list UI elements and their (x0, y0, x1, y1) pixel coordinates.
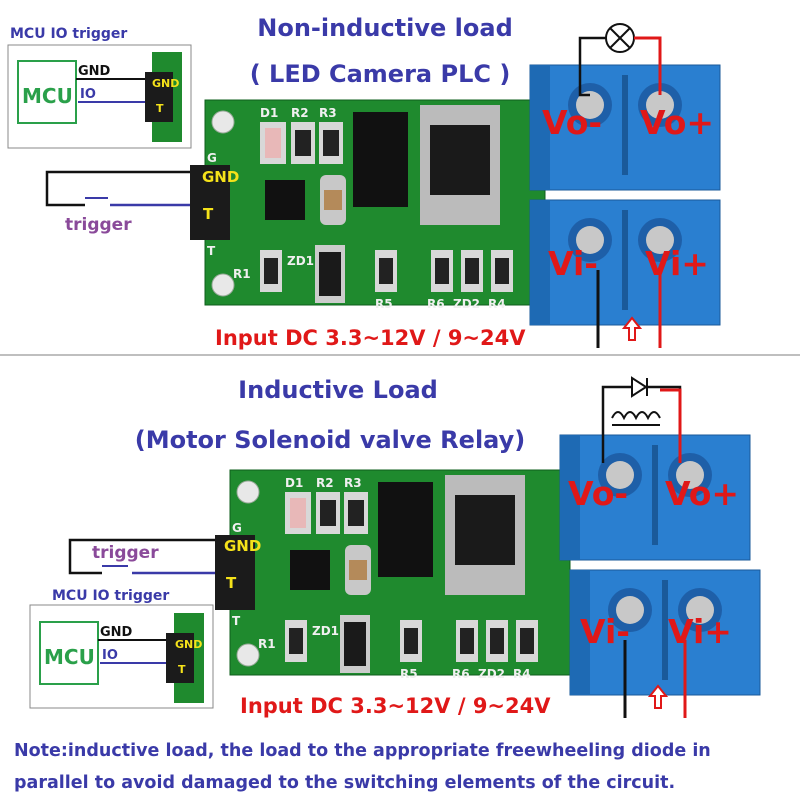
silkscreen-labels: D1 R2 R3 R1 ZD1 R5 R6 ZD2 R4 G T (207, 106, 506, 311)
svg-text:R4: R4 (488, 297, 506, 311)
svg-text:R4: R4 (513, 667, 531, 681)
input-voltage-label: Input DC 3.3~12V / 9~24V (215, 326, 526, 350)
svg-text:R1: R1 (258, 637, 276, 651)
svg-text:ZD2: ZD2 (478, 667, 505, 681)
mcu-box-heading: MCU IO trigger (10, 26, 127, 42)
vi-minus-label: Vi- (548, 244, 598, 283)
svg-text:R6: R6 (452, 667, 470, 681)
mcu-pin-gnd: GND (175, 638, 202, 651)
vo-minus-label: Vo- (542, 103, 602, 142)
mcu-box-heading: MCU IO trigger (52, 588, 169, 604)
mcu-pin-t: T (156, 102, 164, 115)
mcu-gnd-label: GND (78, 64, 111, 79)
bottom-title: Inductive Load (238, 376, 438, 404)
svg-text:ZD1: ZD1 (312, 624, 339, 638)
mcu-label: MCU (22, 84, 73, 108)
silkscreen-labels: D1 R2 R3 R1 ZD1 R5 R6 ZD2 R4 G T (232, 476, 531, 681)
lamp-icon (605, 23, 635, 53)
svg-text:G: G (232, 521, 242, 535)
svg-text:R2: R2 (291, 106, 309, 120)
svg-text:G: G (207, 151, 217, 165)
vi-plus-label: Vi+ (668, 612, 732, 651)
input-voltage-label: Input DC 3.3~12V / 9~24V (240, 694, 551, 718)
svg-text:R2: R2 (316, 476, 334, 490)
top-title: Non-inductive load (257, 14, 513, 42)
trigger-label: trigger (92, 543, 159, 563)
mcu-label: MCU (44, 645, 95, 669)
vo-plus-label: Vo+ (665, 474, 739, 513)
vi-minus-label: Vi- (580, 612, 630, 651)
pin-t-label: T (226, 574, 237, 592)
bottom-panel: Inductive Load (Motor Solenoid valve Rel… (29, 376, 761, 718)
pin-gnd-label: GND (202, 168, 239, 186)
pin-t-label: T (203, 205, 214, 223)
svg-text:R3: R3 (319, 106, 337, 120)
svg-text:R6: R6 (427, 297, 445, 311)
trigger-label: trigger (65, 215, 132, 235)
mcu-io-label: IO (102, 648, 118, 663)
svg-text:R5: R5 (400, 667, 418, 681)
coil-with-diode-icon (601, 376, 682, 463)
pin-gnd-label: GND (224, 537, 261, 555)
vo-minus-label: Vo- (568, 474, 628, 513)
note-line-2: parallel to avoid damaged to the switchi… (14, 773, 675, 793)
arrow-up-icon (621, 316, 643, 341)
svg-text:D1: D1 (260, 106, 278, 120)
mcu-pin-gnd: GND (152, 77, 179, 90)
mcu-pin-t: T (178, 663, 186, 676)
svg-text:T: T (207, 244, 216, 258)
mcu-gnd-label: GND (100, 625, 133, 640)
svg-text:R3: R3 (344, 476, 362, 490)
vo-plus-label: Vo+ (640, 103, 714, 142)
note-line-1: Note:inductive load, the load to the app… (14, 741, 711, 761)
arrow-up-icon (647, 684, 669, 709)
bottom-subtitle: (Motor Solenoid valve Relay) (135, 426, 526, 454)
svg-text:D1: D1 (285, 476, 303, 490)
top-panel: Non-inductive load ( LED Camera PLC ) MC… (7, 14, 721, 350)
mcu-io-label: IO (80, 87, 96, 102)
svg-text:ZD2: ZD2 (453, 297, 480, 311)
vi-plus-label: Vi+ (645, 244, 709, 283)
svg-text:ZD1: ZD1 (287, 254, 314, 268)
top-subtitle: ( LED Camera PLC ) (250, 60, 511, 88)
svg-text:R1: R1 (233, 267, 251, 281)
svg-text:T: T (232, 614, 241, 628)
svg-text:R5: R5 (375, 297, 393, 311)
